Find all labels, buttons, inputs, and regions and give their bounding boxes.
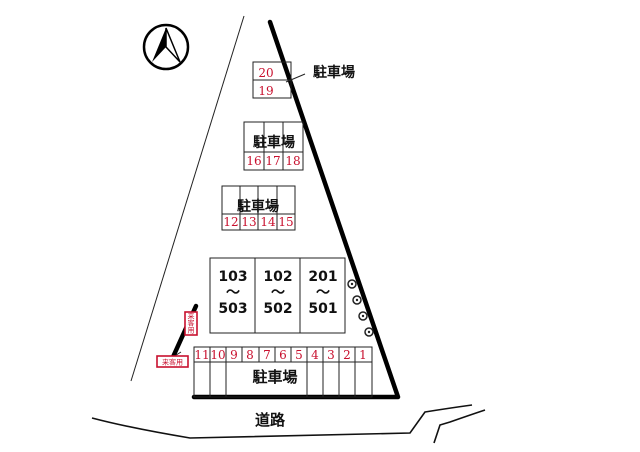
parking-area-bottom: 11 10 9 8 7 6 5 4 3 2 1 駐車場 [193, 346, 373, 398]
shrub-icon [364, 327, 374, 337]
unit-block: 201 〜 501 [308, 269, 337, 317]
space-label: 20 [258, 66, 273, 80]
space-label: 17 [265, 154, 280, 168]
guest-label: 来客用 [162, 358, 183, 367]
space-label: 18 [285, 154, 300, 168]
unit-number-top: 102 [263, 269, 292, 285]
unit-number-top: 103 [218, 269, 247, 285]
parking-label: 駐車場 [253, 134, 295, 151]
shrub-icon [352, 295, 362, 305]
space-label: 14 [260, 215, 276, 229]
space-label: 16 [246, 154, 261, 168]
guest-parking-horizontal: 来客用 [156, 355, 189, 368]
space-label: 12 [223, 215, 238, 229]
parking-area-upper: 駐車場 16 17 18 [243, 121, 304, 171]
space-label: 9 [230, 348, 238, 362]
parking-label: 駐車場 [313, 64, 355, 81]
space-label: 8 [246, 348, 254, 362]
space-label: 6 [279, 348, 287, 362]
north-arrow-icon [142, 23, 190, 71]
space-label: 1 [359, 348, 367, 362]
guest-parking-vertical: 来客用 [184, 311, 198, 336]
shrub-icon [358, 311, 368, 321]
parking-label: 駐車場 [252, 368, 297, 386]
shrub-icon [347, 279, 357, 289]
space-label: 15 [278, 215, 293, 229]
unit-tilde: 〜 [271, 285, 285, 301]
parking-label: 駐車場 [237, 198, 279, 215]
space-label: 11 [194, 348, 209, 362]
shrubs [347, 279, 374, 337]
space-label: 5 [295, 348, 303, 362]
space-label: 2 [343, 348, 351, 362]
unit-number-top: 201 [308, 269, 337, 285]
guest-label: 来客用 [187, 313, 195, 335]
space-label: 10 [210, 348, 225, 362]
space-label: 4 [311, 348, 319, 362]
space-label: 19 [258, 84, 273, 98]
unit-number-bottom: 503 [218, 301, 247, 317]
parking-area-top: 20 19 駐車場 [252, 61, 355, 99]
building: 103 〜 503 102 〜 502 201 〜 501 [209, 257, 346, 334]
unit-number-bottom: 502 [263, 301, 292, 317]
road-label: 道路 [255, 411, 286, 429]
parking-area-middle: 駐車場 12 13 14 15 [221, 185, 296, 231]
road: 道路 [91, 404, 486, 444]
unit-block: 103 〜 503 [218, 269, 247, 317]
unit-tilde: 〜 [316, 285, 330, 301]
space-label: 7 [263, 348, 271, 362]
space-label: 13 [241, 215, 256, 229]
unit-number-bottom: 501 [308, 301, 337, 317]
space-label: 3 [327, 348, 335, 362]
unit-tilde: 〜 [226, 285, 240, 301]
unit-block: 102 〜 502 [263, 269, 292, 317]
